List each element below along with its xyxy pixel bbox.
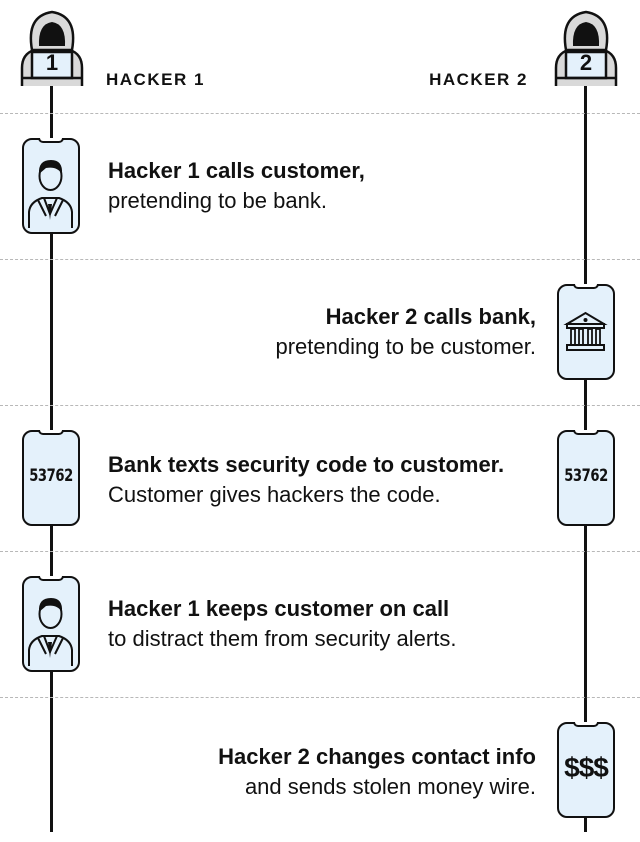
step-3-title: Bank texts security code to customer. bbox=[108, 452, 505, 477]
hacker-1-icon bbox=[20, 10, 84, 86]
step-4-desc: to distract them from security alerts. bbox=[108, 626, 457, 651]
hacker-1-badge: 1 bbox=[45, 50, 59, 75]
step-5-text: Hacker 2 changes contact info and sends … bbox=[120, 742, 536, 802]
phone-notch bbox=[38, 576, 64, 581]
divider bbox=[0, 551, 640, 552]
hacker-1-label: HACKER 1 bbox=[106, 70, 205, 89]
phone-notch bbox=[38, 138, 64, 143]
hacker-2-icon bbox=[554, 10, 618, 86]
step-4-text: Hacker 1 keeps customer on call to distr… bbox=[108, 594, 456, 654]
divider bbox=[0, 405, 640, 406]
phone-step-1 bbox=[22, 138, 80, 234]
phone-notch bbox=[573, 430, 599, 435]
phone-notch bbox=[573, 722, 599, 727]
phone-step-3-hacker: 53762 bbox=[557, 430, 615, 526]
step-2-title: Hacker 2 calls bank, bbox=[325, 304, 536, 329]
customer-icon bbox=[28, 160, 73, 228]
phone-notch bbox=[38, 430, 64, 435]
phone-step-2 bbox=[557, 284, 615, 380]
bank-icon bbox=[563, 311, 608, 351]
hacker-2-label: HACKER 2 bbox=[429, 70, 528, 89]
hacker-2-badge: 2 bbox=[579, 50, 593, 75]
step-2-desc: pretending to be customer. bbox=[275, 334, 537, 359]
customer-icon bbox=[28, 598, 73, 666]
step-5-desc: and sends stolen money wire. bbox=[244, 774, 536, 799]
phone-notch bbox=[573, 284, 599, 289]
step-2-text: Hacker 2 calls bank, pretending to be cu… bbox=[120, 302, 537, 362]
phone-step-5: $$$ bbox=[557, 722, 615, 818]
step-4-title: Hacker 1 keeps customer on call bbox=[108, 596, 450, 621]
security-code-hacker: 53762 bbox=[564, 466, 608, 486]
step-1-desc: pretending to be bank. bbox=[108, 188, 327, 213]
step-1-text: Hacker 1 calls customer, pretending to b… bbox=[108, 156, 365, 216]
security-code-customer: 53762 bbox=[29, 466, 73, 486]
divider bbox=[0, 259, 640, 260]
money-label: $$$ bbox=[564, 752, 609, 783]
step-3-desc: Customer gives hackers the code. bbox=[108, 482, 441, 507]
step-5-title: Hacker 2 changes contact info bbox=[218, 744, 536, 769]
phone-step-3-customer: 53762 bbox=[22, 430, 80, 526]
phone-step-4 bbox=[22, 576, 80, 672]
divider bbox=[0, 697, 640, 698]
step-1-title: Hacker 1 calls customer, bbox=[108, 158, 365, 183]
divider bbox=[0, 113, 640, 114]
step-3-text: Bank texts security code to customer. Cu… bbox=[108, 450, 504, 510]
